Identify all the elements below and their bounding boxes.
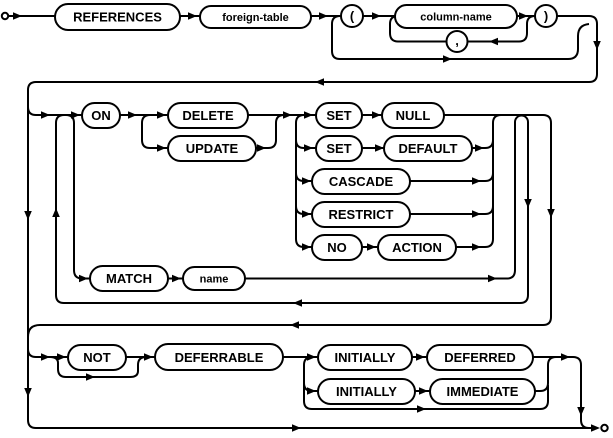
node-initially-1-label: INITIALLY <box>335 350 396 365</box>
node-restrict: RESTRICT <box>311 201 411 228</box>
node-open-paren-label: ( <box>350 9 355 24</box>
node-initially-2: INITIALLY <box>317 378 416 405</box>
start-terminal <box>0 11 10 21</box>
node-initially-2-label: INITIALLY <box>336 384 397 399</box>
arrowheads <box>13 12 601 432</box>
node-comma-label: , <box>455 33 459 48</box>
node-name-label: name <box>200 274 229 286</box>
node-match-label: MATCH <box>106 271 152 286</box>
node-deferred: DEFERRED <box>426 344 534 371</box>
node-name: name <box>182 266 246 291</box>
node-default-label: DEFAULT <box>399 141 458 156</box>
node-delete-label: DELETE <box>182 108 234 123</box>
node-foreign-table: foreign-table <box>199 5 312 29</box>
node-action-label: ACTION <box>392 240 442 255</box>
node-on: ON <box>81 102 121 129</box>
node-immediate-label: IMMEDIATE <box>447 384 519 399</box>
node-update: UPDATE <box>167 135 257 162</box>
node-null-label: NULL <box>396 108 431 123</box>
node-action: ACTION <box>377 234 457 261</box>
node-set-2-label: SET <box>326 141 351 156</box>
node-set-2: SET <box>315 135 363 162</box>
node-default: DEFAULT <box>383 135 473 162</box>
node-restrict-label: RESTRICT <box>329 207 394 222</box>
node-set-1-label: SET <box>326 108 351 123</box>
node-references-label: REFERENCES <box>73 10 162 25</box>
node-cascade-label: CASCADE <box>329 174 394 189</box>
node-null: NULL <box>381 102 445 129</box>
node-open-paren: ( <box>340 4 364 28</box>
node-references: REFERENCES <box>54 3 181 31</box>
node-column-name: column-name <box>394 4 518 29</box>
node-deferrable-label: DEFERRABLE <box>175 350 264 365</box>
node-match: MATCH <box>89 265 169 292</box>
node-close-paren-label: ) <box>544 9 548 24</box>
connector-lines <box>8 15 598 429</box>
end-terminal <box>600 423 609 433</box>
node-set-1: SET <box>315 102 363 129</box>
node-immediate: IMMEDIATE <box>429 378 536 405</box>
node-cascade: CASCADE <box>311 168 411 195</box>
node-foreign-table-label: foreign-table <box>222 12 289 24</box>
node-on-label: ON <box>91 108 111 123</box>
node-deferrable: DEFERRABLE <box>154 343 284 371</box>
node-initially-1: INITIALLY <box>317 344 413 371</box>
node-delete: DELETE <box>167 102 249 129</box>
node-comma: , <box>445 30 469 53</box>
node-no: NO <box>311 234 363 261</box>
node-deferred-label: DEFERRED <box>444 350 516 365</box>
node-column-name-label: column-name <box>420 12 492 24</box>
node-close-paren: ) <box>534 4 558 28</box>
node-not-label: NOT <box>83 350 111 365</box>
node-update-label: UPDATE <box>186 141 239 156</box>
node-no-label: NO <box>327 240 347 255</box>
node-not: NOT <box>67 344 127 371</box>
